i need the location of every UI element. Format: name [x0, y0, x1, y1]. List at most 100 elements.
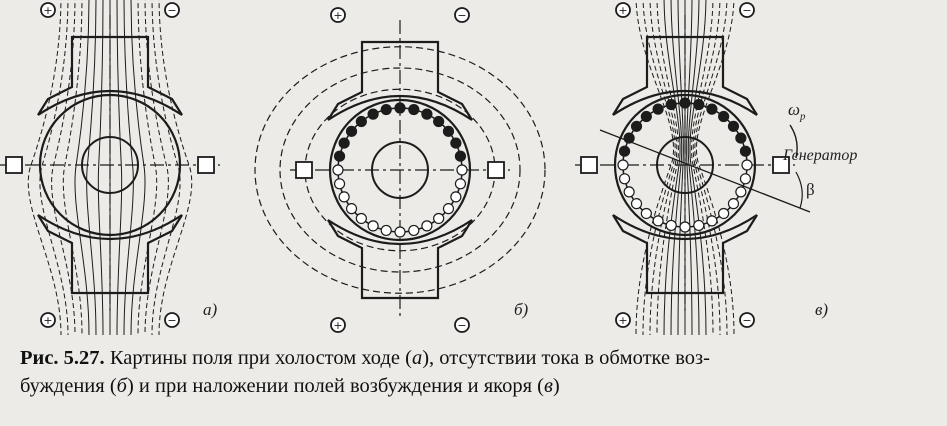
terminal-sign: + [618, 4, 627, 17]
terminal-icon [40, 2, 56, 18]
conductor-icon [338, 137, 350, 149]
panel-label-c: в) [815, 300, 829, 319]
upper-pole-shoe [327, 40, 473, 121]
conductor-icon [652, 103, 664, 115]
conductor-icon [652, 215, 664, 227]
conductor-icon [394, 226, 406, 238]
omega-subscript: р [800, 110, 806, 123]
omega-symbol: ω [788, 100, 801, 119]
terminal-icon [40, 312, 56, 328]
terminal-sign: − [457, 9, 466, 22]
left-brush [580, 156, 598, 174]
field-line [97, 0, 104, 336]
conductor-icon [665, 98, 677, 111]
conductor-icon [380, 103, 392, 116]
generator-label: Генератор [783, 147, 858, 164]
right-brush [487, 161, 505, 179]
conductor-icon [739, 145, 752, 157]
conductor-icon [618, 173, 631, 185]
conductor-icon [456, 164, 468, 176]
conductor-icon [380, 224, 392, 237]
caption-ref-b: б [116, 375, 127, 397]
conductor-icon [706, 103, 718, 115]
right-brush [772, 156, 790, 174]
panel-label-b: б) [514, 300, 529, 319]
caption-ref-a: а [411, 347, 423, 369]
figure-field-patterns: +−+− +−+− +−+− [0, 0, 811, 336]
caption-text-5: ) [552, 375, 560, 397]
conductor-icon [333, 150, 346, 162]
conductor-icon [338, 191, 350, 203]
field-line [649, 0, 678, 336]
conductor-icon [332, 164, 344, 176]
figure-caption: Рис. 5.27. Картины поля при холостом ход… [20, 344, 935, 400]
conductor-icon [367, 220, 379, 232]
conductor-icon [408, 224, 420, 237]
beta-angle-label: β [806, 180, 815, 199]
upper-pole-shoe [37, 35, 183, 116]
conductor-icon [630, 198, 643, 210]
terminal-icon [330, 7, 346, 23]
conductor-icon [727, 198, 740, 210]
conductor-icon [442, 203, 455, 215]
conductor-icon [718, 207, 730, 220]
field-line [144, 0, 169, 336]
lower-pole-shoe [612, 214, 758, 295]
panel-c-combined-field: +−+− [575, 0, 811, 336]
conductor-icon [367, 108, 379, 120]
conductor-icon [679, 97, 691, 109]
terminal-icon [164, 2, 180, 18]
conductor-icon [679, 221, 691, 233]
conductor-icon [333, 178, 346, 190]
right-brush [197, 156, 215, 174]
terminal-sign: − [167, 314, 176, 327]
terminal-sign: + [43, 4, 52, 17]
caption-number: Рис. 5.27. [20, 347, 105, 369]
conductor-icon [617, 159, 629, 171]
panel-b-armature-field: +−+− [254, 7, 546, 333]
conductor-icon [665, 219, 677, 232]
conductor-icon [450, 191, 462, 203]
neutral-axis-line [599, 129, 811, 213]
conductor-icon [355, 115, 367, 128]
terminal-icon [164, 312, 180, 328]
terminal-sign: − [742, 4, 751, 17]
omega-label: ωр [788, 100, 806, 122]
field-line [39, 0, 69, 336]
terminal-icon [615, 2, 631, 18]
conductor-icon [727, 120, 740, 132]
conductor-icon [433, 212, 445, 225]
rotation-arrow-icon [789, 124, 798, 159]
conductor-icon [623, 186, 635, 198]
beta-arc [795, 171, 803, 209]
terminal-sign: + [333, 319, 342, 332]
field-line [635, 0, 674, 336]
conductor-icon [706, 215, 718, 227]
field-line [116, 0, 123, 336]
conductor-icon [421, 108, 433, 120]
conductor-icon [735, 186, 747, 198]
conductor-icon [345, 125, 358, 137]
conductor-icon [454, 150, 467, 162]
terminal-sign: − [742, 314, 751, 327]
conductor-icon [408, 103, 420, 116]
left-brush [5, 156, 23, 174]
caption-text-1: Картины поля при холостом ходе ( [109, 347, 412, 369]
field-line [27, 0, 62, 336]
conductor-icon [421, 220, 433, 232]
conductor-icon [640, 207, 652, 220]
conductor-icon [450, 137, 462, 149]
conductor-icon [693, 219, 705, 232]
terminal-sign: + [43, 314, 52, 327]
caption-ref-c: в [544, 375, 553, 397]
conductor-icon [735, 132, 747, 144]
field-line [696, 0, 735, 336]
upper-pole-shoe [612, 35, 758, 116]
conductor-icon [739, 173, 752, 185]
terminal-sign: − [167, 4, 176, 17]
terminal-icon [739, 312, 755, 328]
caption-text-3: буждения ( [20, 375, 117, 397]
caption-text-4: ) и при наложении полей возбуждения и як… [126, 375, 544, 397]
terminal-icon [454, 7, 470, 23]
armature-field-loop [279, 67, 521, 273]
